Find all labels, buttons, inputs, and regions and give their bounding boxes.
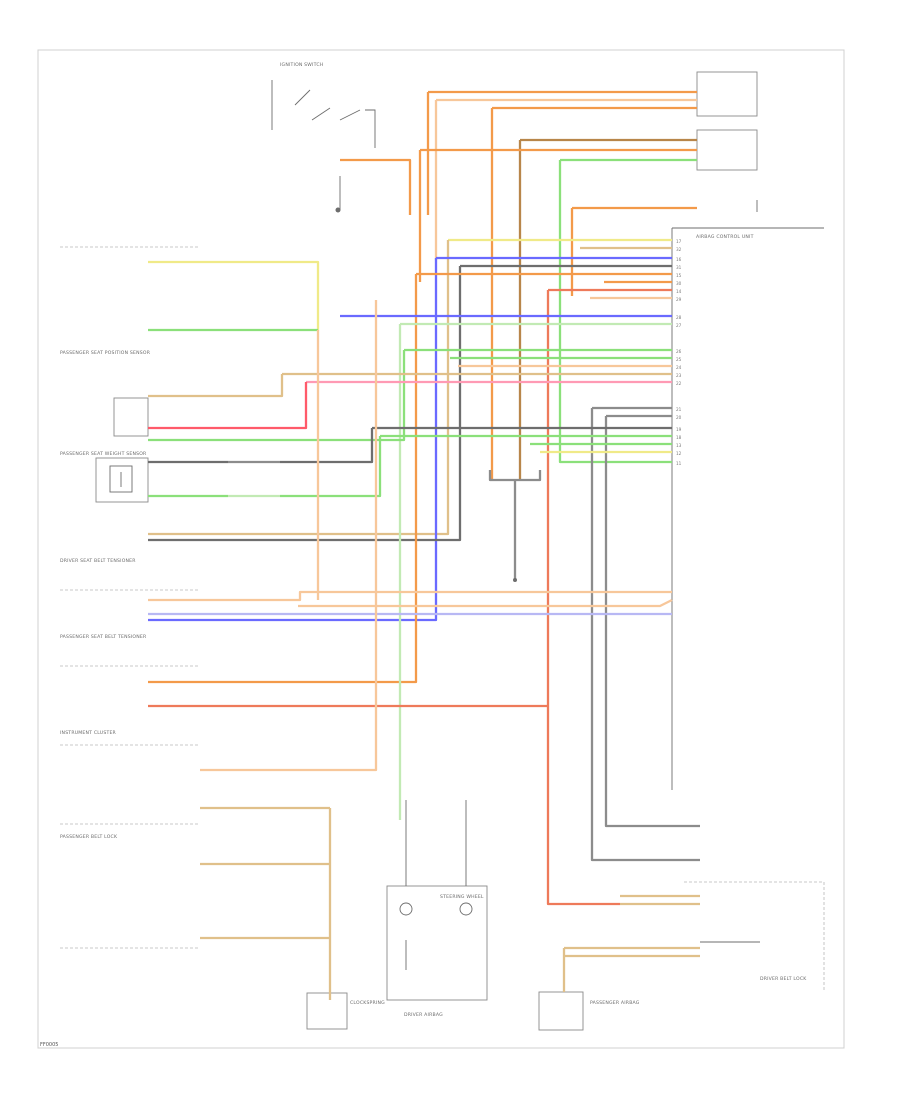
svg-text:27: 27: [676, 323, 682, 328]
passenger-seat-belt-tensioner-label: PASSENGER SEAT BELT TENSIONER: [60, 634, 147, 640]
footer-code: FF0005: [40, 1042, 58, 1048]
svg-text:29: 29: [676, 297, 682, 302]
svg-text:14: 14: [676, 289, 682, 294]
passenger-airbag-module: [538, 991, 584, 1031]
ignition-switch-label: IGNITION SWITCH: [280, 62, 323, 68]
svg-text:32: 32: [676, 247, 682, 252]
svg-text:20: 20: [676, 415, 682, 420]
svg-text:13: 13: [676, 443, 682, 448]
steering-wheel-label: STEERING WHEEL: [440, 894, 484, 900]
driver-belt-lock-label: DRIVER BELT LOCK: [760, 976, 807, 982]
driver-airbag-module: [386, 885, 488, 1001]
svg-text:30: 30: [676, 281, 682, 286]
passenger-seat-position-sensor-label: PASSENGER SEAT POSITION SENSOR: [60, 350, 151, 356]
svg-text:25: 25: [676, 357, 682, 362]
instrument-cluster-label: INSTRUMENT CLUSTER: [60, 730, 117, 736]
passenger-seat-position-sensor-box: [113, 397, 149, 437]
top-connector-1: [696, 71, 758, 117]
acu-pin-labels: 17 32 16 31 15 30 14 29 28 27 26 25 24 2…: [676, 239, 682, 466]
clockspring-label: CLOCKSPRING: [350, 1000, 385, 1006]
svg-text:11: 11: [676, 461, 682, 466]
passenger-airbag-label: PASSENGER AIRBAG: [590, 1000, 640, 1006]
svg-text:21: 21: [676, 407, 682, 412]
passenger-seat-weight-sensor-box: [95, 457, 149, 503]
diagram-border: [37, 49, 845, 1049]
airbag-control-unit-label: AIRBAG CONTROL UNIT: [696, 234, 754, 240]
svg-text:15: 15: [676, 273, 682, 278]
svg-text:19: 19: [676, 427, 682, 432]
svg-text:16: 16: [676, 257, 682, 262]
svg-text:17: 17: [676, 239, 682, 244]
clockspring-module: [306, 992, 348, 1030]
passenger-belt-lock-label: PASSENGER BELT LOCK: [60, 834, 118, 840]
svg-text:23: 23: [676, 373, 682, 378]
passenger-seat-weight-sensor-label: PASSENGER SEAT WEIGHT SENSOR: [60, 451, 147, 457]
svg-text:12: 12: [676, 451, 682, 456]
svg-text:18: 18: [676, 435, 682, 440]
svg-text:24: 24: [676, 365, 682, 370]
svg-text:28: 28: [676, 315, 682, 320]
svg-text:26: 26: [676, 349, 682, 354]
driver-seat-belt-tensioner-label: DRIVER SEAT BELT TENSIONER: [60, 558, 136, 564]
svg-text:22: 22: [676, 381, 682, 386]
driver-airbag-label: DRIVER AIRBAG: [404, 1012, 443, 1018]
svg-text:31: 31: [676, 265, 682, 270]
top-connector-2: [696, 129, 758, 171]
